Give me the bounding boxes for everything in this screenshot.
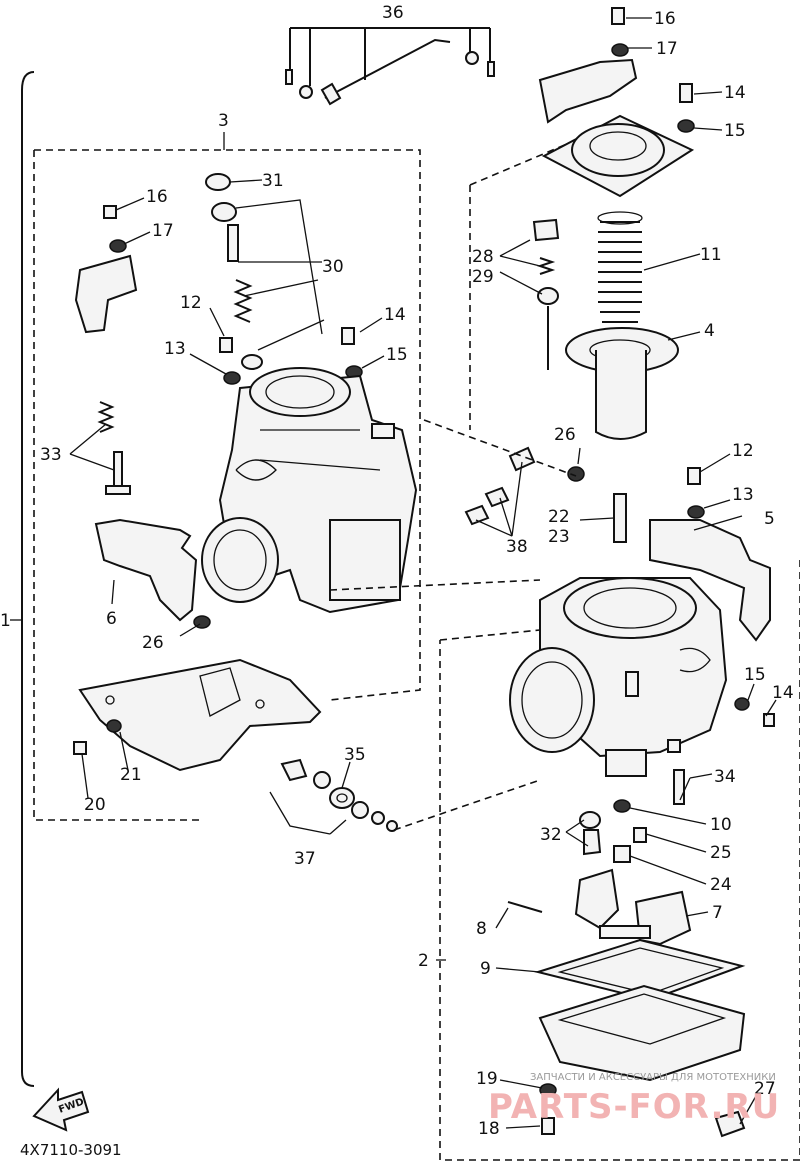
callout-33: 33 [40, 445, 62, 465]
watermark-brand: PARTS-FOR.RU [488, 1087, 780, 1127]
callout-29: 29 [472, 267, 494, 287]
callout-labels: 36 16 17 14 15 3 31 16 17 30 28 29 11 12… [0, 3, 794, 1139]
left-carburetor [73, 38, 495, 832]
callout-5: 5 [764, 509, 775, 529]
callout-31: 31 [262, 171, 284, 191]
callout-37: 37 [294, 849, 316, 869]
callout-6: 6 [106, 609, 117, 629]
callout-14: 14 [724, 83, 746, 103]
callout-17: 17 [152, 221, 174, 241]
leader-lines [10, 17, 777, 1129]
callout-24: 24 [710, 875, 732, 895]
callout-27: 27 [754, 1079, 776, 1099]
callout-11: 11 [700, 245, 722, 265]
callout-30: 30 [322, 257, 344, 277]
callout-13: 13 [732, 485, 754, 505]
callout-7: 7 [712, 903, 723, 923]
callout-16: 16 [146, 187, 168, 207]
callout-14: 14 [772, 683, 794, 703]
callout-14: 14 [384, 305, 406, 325]
callout-15: 15 [744, 665, 766, 685]
callout-23: 23 [548, 527, 570, 547]
callout-26: 26 [554, 425, 576, 445]
callout-22: 22 [548, 507, 570, 527]
callout-16: 16 [654, 9, 676, 29]
callout-26: 26 [142, 633, 164, 653]
callout-19: 19 [476, 1069, 498, 1089]
right-carburetor [329, 7, 775, 1138]
callout-32: 32 [540, 825, 562, 845]
callout-13: 13 [164, 339, 186, 359]
callout-28: 28 [472, 247, 494, 267]
callout-3: 3 [218, 111, 229, 131]
forward-arrow-icon: FWD [32, 1087, 90, 1132]
callout-9: 9 [480, 959, 491, 979]
callout-4: 4 [704, 321, 715, 341]
diagram-code: 4X7110-3091 [20, 1141, 122, 1159]
watermark-tagline: ЗАПЧАСТИ И АКСЕССУАРЫ ДЛЯ МОТОТЕХНИКИ [530, 1072, 776, 1083]
callout-18: 18 [478, 1119, 500, 1139]
callout-8: 8 [476, 919, 487, 939]
callout-1: 1 [0, 611, 11, 631]
callout-2: 2 [418, 951, 429, 971]
callout-15: 15 [386, 345, 408, 365]
assembly-outlines [21, 27, 800, 1161]
callout-21: 21 [120, 765, 142, 785]
callout-38: 38 [506, 537, 528, 557]
callout-35: 35 [344, 745, 366, 765]
callout-36: 36 [382, 3, 404, 23]
callout-34: 34 [714, 767, 736, 787]
callout-12: 12 [732, 441, 754, 461]
callout-17: 17 [656, 39, 678, 59]
callout-10: 10 [710, 815, 732, 835]
callout-20: 20 [84, 795, 106, 815]
callout-15: 15 [724, 121, 746, 141]
callout-12: 12 [180, 293, 202, 313]
callout-25: 25 [710, 843, 732, 863]
